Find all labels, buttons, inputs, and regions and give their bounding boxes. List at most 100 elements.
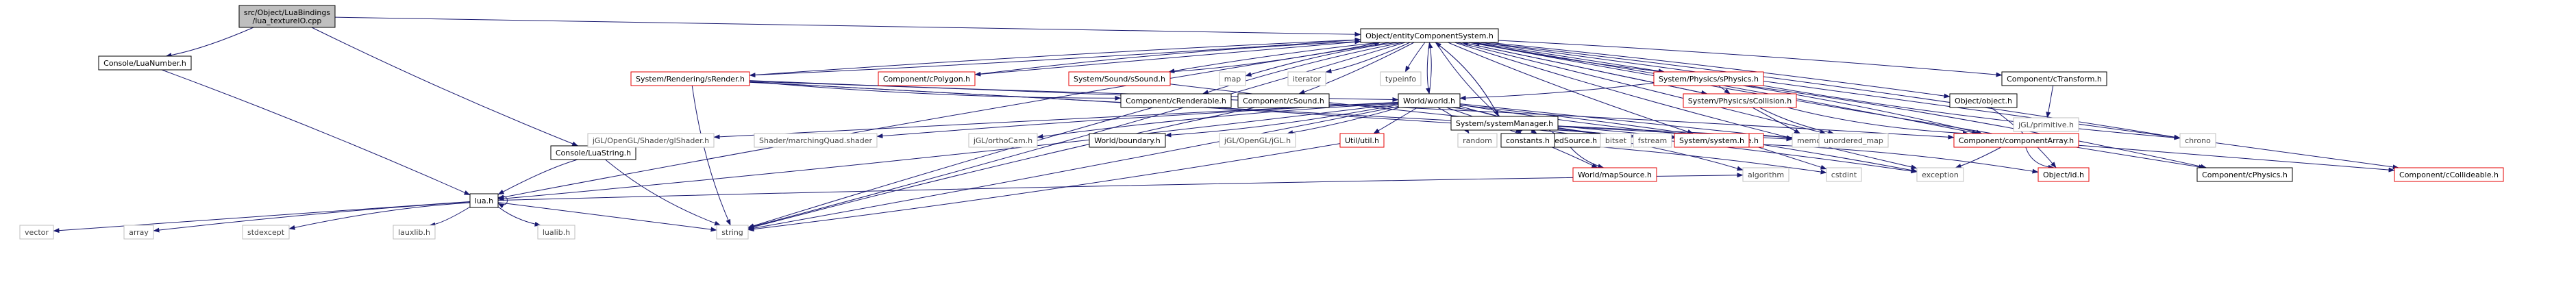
node-fstream: fstream	[1633, 133, 1672, 148]
node-ctransform[interactable]: Component/cTransform.h	[2001, 71, 2107, 86]
node-label: cstdint	[1831, 170, 1857, 179]
edge-ecs-to-ssound	[1168, 42, 1380, 74]
node-bitset: bitset	[1600, 133, 1632, 148]
node-box	[1287, 71, 1326, 86]
node-label: bitset	[1605, 136, 1627, 145]
edge-ecs-to-world	[1426, 42, 1431, 94]
node-label: Util/util.h	[1345, 136, 1379, 145]
edge-ecs-to-map	[1245, 42, 1398, 77]
edge-world-to-orthocam	[1037, 103, 1399, 139]
node-id[interactable]: Object/id.h	[2038, 167, 2090, 182]
node-label: Component/componentArray.h	[1959, 136, 2074, 145]
edge-fixedsource-to-mapsource	[1570, 147, 1605, 168]
node-label: World/world.h	[1403, 97, 1455, 105]
node-label: /lua_textureIO.cpp	[253, 16, 322, 25]
node-object[interactable]: Object/object.h	[1949, 93, 2018, 108]
edge-ecs-to-system	[1448, 42, 1694, 134]
edge-ecs-to-ctransform	[1498, 40, 2003, 77]
node-system[interactable]: System/system.h	[1674, 133, 1750, 148]
node-srender[interactable]: System/Rendering/sRender.h	[630, 71, 750, 86]
edge-ecs-to-ccollideable	[1479, 42, 2399, 170]
node-ccollideable[interactable]: Component/cCollideable.h	[2394, 167, 2504, 182]
edge-sphysics-to-chrono	[1763, 85, 2181, 140]
node-csound[interactable]: Component/cSound.h	[1237, 93, 1330, 108]
node-comparray[interactable]: Component/componentArray.h	[1953, 133, 2079, 148]
edge-system-to-id	[1748, 143, 2039, 174]
node-ssound[interactable]: System/Sound/sSound.h	[1068, 71, 1171, 86]
node-luastring[interactable]: Console/LuaString.h	[550, 145, 636, 160]
node-constants[interactable]: constants.h	[1500, 133, 1555, 148]
node-label: chrono	[2185, 136, 2211, 145]
node-exception: exception	[1916, 167, 1964, 182]
node-box	[537, 225, 575, 240]
node-box	[1742, 167, 1789, 182]
edge-sphysics-to-scollision	[1718, 85, 1731, 94]
node-luanumber[interactable]: Console/LuaNumber.h	[98, 55, 192, 71]
edge-world-to-jgl	[1287, 107, 1400, 136]
node-box	[1653, 71, 1764, 86]
node-box	[2394, 167, 2504, 182]
node-box	[123, 225, 154, 240]
node-label: Component/cRenderable.h	[1126, 97, 1226, 105]
node-scollision[interactable]: System/Physics/sCollision.h	[1683, 93, 1797, 108]
node-box	[1683, 93, 1797, 108]
node-box	[1219, 133, 1296, 148]
node-label: typeinfo	[1385, 75, 1416, 84]
node-world[interactable]: World/world.h	[1398, 93, 1461, 108]
node-boundary[interactable]: World/boundary.h	[1089, 133, 1166, 148]
edge-root-to-ecs	[334, 16, 1361, 37]
node-crenderable[interactable]: Component/cRenderable.h	[1120, 93, 1232, 108]
node-box	[716, 225, 749, 240]
node-label: System/systemManager.h	[1456, 119, 1553, 128]
node-box	[1219, 71, 1246, 86]
node-lauxlib: lauxlib.h	[393, 225, 436, 240]
edge-crenderable-to-string	[747, 107, 1153, 229]
node-stdexcept: stdexcept	[242, 225, 290, 240]
node-mapsource[interactable]: World/mapSource.h	[1572, 167, 1657, 182]
node-sphysics[interactable]: System/Physics/sPhysics.h	[1653, 71, 1764, 86]
node-iterator: iterator	[1287, 71, 1326, 86]
node-label: stdexcept	[247, 228, 285, 237]
edge-ecs-to-cphysics	[1470, 42, 2205, 170]
edge-lua-to-vector	[53, 201, 471, 233]
edge-ecs-to-sphysics	[1474, 42, 1665, 74]
node-algorithm: algorithm	[1742, 167, 1789, 182]
node-box	[2196, 167, 2293, 182]
node-ecs[interactable]: Object/entityComponentSystem.h	[1360, 28, 1499, 43]
node-box	[1633, 133, 1672, 148]
node-cphysics[interactable]: Component/cPhysics.h	[2196, 167, 2293, 182]
edge-lua-to-array	[153, 201, 471, 233]
node-label: Component/cTransform.h	[2007, 75, 2102, 84]
node-lua[interactable]: lua.h	[469, 193, 499, 208]
node-box	[393, 225, 436, 240]
node-label: System/Physics/sPhysics.h	[1659, 75, 1759, 84]
node-box	[1457, 133, 1498, 148]
edge-cpolygon-to-ecs	[974, 39, 1361, 75]
node-cpolygon[interactable]: Component/cPolygon.h	[878, 71, 976, 86]
node-vector: vector	[19, 225, 54, 240]
node-box	[1953, 133, 2079, 148]
node-label: string	[721, 228, 743, 237]
edge-sphysics-to-cphysics	[1746, 85, 2207, 169]
edge-sysmanager-to-umap	[1557, 125, 1820, 141]
edge-sphysics-to-comparray	[1742, 85, 1983, 135]
node-string: string	[716, 225, 749, 240]
node-label: Component/cCollideable.h	[2399, 170, 2499, 179]
node-label: Console/LuaNumber.h	[103, 59, 186, 68]
edge-srender-to-string	[691, 85, 731, 226]
node-box	[1380, 71, 1422, 86]
edge-world-to-string	[747, 106, 1399, 231]
node-root[interactable]: src/Object/LuaBindings/lua_textureIO.cpp	[238, 5, 336, 28]
node-array: array	[123, 225, 154, 240]
node-box	[19, 225, 54, 240]
node-label: lualib.h	[543, 228, 570, 237]
edge-sphysics-to-world	[1459, 82, 1655, 101]
node-primitive: jGL/primitive.h	[2013, 117, 2079, 132]
edge-scollision-to-comparray	[1787, 107, 1969, 136]
node-label: fstream	[1638, 136, 1667, 145]
edge-ecs-to-iterator	[1325, 42, 1411, 74]
node-sysmanager[interactable]: System/systemManager.h	[1450, 116, 1559, 131]
node-util[interactable]: Util/util.h	[1339, 133, 1385, 148]
node-typeinfo: typeinfo	[1380, 71, 1422, 86]
node-label: src/Object/LuaBindings	[244, 8, 331, 17]
